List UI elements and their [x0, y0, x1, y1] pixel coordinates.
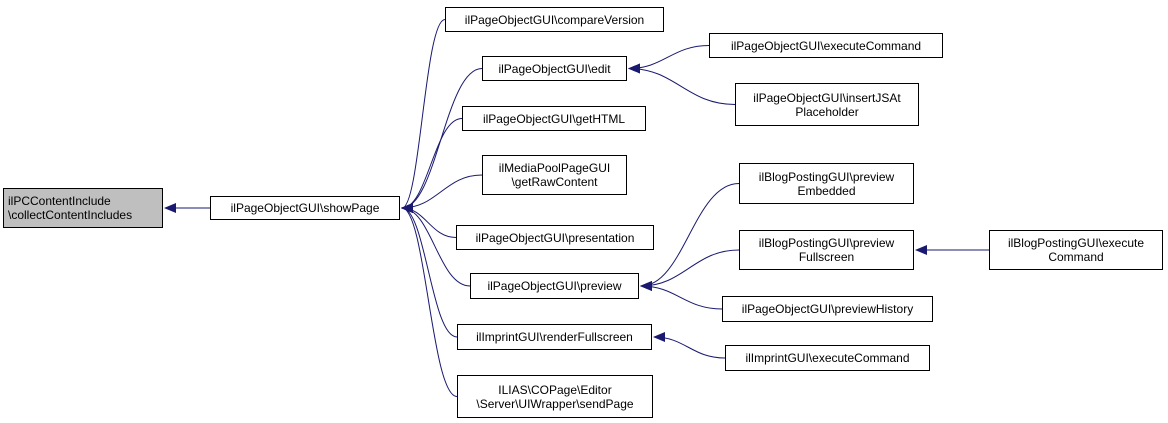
node-label-line: ilPageObjectGUI\executeCommand: [730, 38, 922, 53]
edge-blog_embedded-to-preview: [640, 183, 740, 291]
node-label-line: Fullscreen: [798, 250, 855, 264]
node-edit[interactable]: ilPageObjectGUI\edit: [482, 56, 627, 81]
edge-gethtml-to-showpage: [401, 118, 463, 213]
node-imprint-execute-command[interactable]: ilImprintGUI\executeCommand: [725, 345, 930, 371]
node-blog-preview-embedded[interactable]: ilBlogPostingGUI\preview Embedded: [739, 163, 914, 204]
node-blog-preview-fullscreen[interactable]: ilBlogPostingGUI\preview Fullscreen: [739, 230, 914, 270]
node-get-html[interactable]: ilPageObjectGUI\getHTML: [462, 106, 646, 131]
edge-sendpage-to-showpage: [401, 203, 458, 397]
node-label-line: ilPageObjectGUI\previewHistory: [741, 302, 914, 316]
node-label-line: ilPageObjectGUI\insertJSAt: [753, 90, 901, 105]
edge-preview_history-to-preview: [640, 281, 723, 310]
node-label-line: Embedded: [797, 183, 856, 198]
node-label-line: \getRawContent: [511, 175, 598, 189]
node-label-line: ilImprintGUI\executeCommand: [745, 351, 910, 365]
edge-presentation-to-showpage: [401, 203, 457, 238]
node-label-line: ilBlogPostingGUI\preview: [758, 169, 895, 184]
node-preview[interactable]: ilPageObjectGUI\preview: [470, 273, 639, 299]
node-label-line: ilPageObjectGUI\compareVersion: [464, 12, 645, 27]
node-label-line: ilImprintGUI\renderFullscreen: [476, 330, 633, 344]
node-collect-content-includes: ilPCContentInclude \collectContentInclud…: [3, 188, 163, 228]
node-insert-js-at-placeholder[interactable]: ilPageObjectGUI\insertJSAt Placeholder: [735, 83, 919, 126]
node-label-line: ilPageObjectGUI\edit: [498, 61, 611, 76]
node-label-line: ilPageObjectGUI\getHTML: [482, 111, 626, 126]
node-label-line: ilPageObjectGUI\preview: [487, 279, 622, 293]
node-label-line: ilBlogPostingGUI\execute: [1007, 236, 1145, 250]
edge-insertjs-to-edit: [628, 63, 736, 105]
node-show-page[interactable]: ilPageObjectGUI\showPage: [210, 196, 400, 220]
node-imprint-render-fullscreen[interactable]: ilImprintGUI\renderFullscreen: [457, 324, 652, 350]
node-send-page[interactable]: ILIAS\COPage\Editor \Server\UIWrapper\se…: [457, 375, 653, 418]
edge-mediapool-to-showpage: [401, 174, 483, 213]
node-label-line: ilMediaPoolPageGUI: [498, 161, 611, 175]
node-label-line: Command: [1048, 250, 1104, 264]
edge-blog_fullscreen-to-preview: [640, 249, 740, 291]
edge-imprint_render-to-showpage: [401, 203, 458, 338]
node-media-pool-get-raw-content[interactable]: ilMediaPoolPageGUI \getRawContent: [482, 155, 627, 195]
node-label-line: ilPageObjectGUI\presentation: [475, 230, 635, 245]
node-page-execute-command[interactable]: ilPageObjectGUI\executeCommand: [709, 33, 943, 58]
node-label-line: \Server\UIWrapper\sendPage: [476, 396, 634, 411]
node-label-line: Placeholder: [795, 104, 859, 119]
node-label-line: \collectContentIncludes: [8, 208, 133, 222]
node-preview-history[interactable]: ilPageObjectGUI\previewHistory: [722, 296, 933, 322]
node-label-line: ilPCContentInclude: [8, 194, 111, 208]
node-compare-version[interactable]: ilPageObjectGUI\compareVersion: [445, 7, 664, 32]
node-label-line: ilPageObjectGUI\showPage: [230, 201, 380, 215]
node-blog-execute-command[interactable]: ilBlogPostingGUI\execute Command: [989, 230, 1163, 270]
edge-imprint_exec-to-imprint_render: [653, 332, 726, 359]
node-label-line: ILIAS\COPage\Editor: [498, 382, 612, 397]
edge-compare-to-showpage: [401, 19, 446, 213]
node-presentation[interactable]: ilPageObjectGUI\presentation: [456, 225, 654, 250]
edge-exec_page-to-edit: [628, 45, 710, 74]
node-label-line: ilBlogPostingGUI\preview: [758, 236, 895, 250]
